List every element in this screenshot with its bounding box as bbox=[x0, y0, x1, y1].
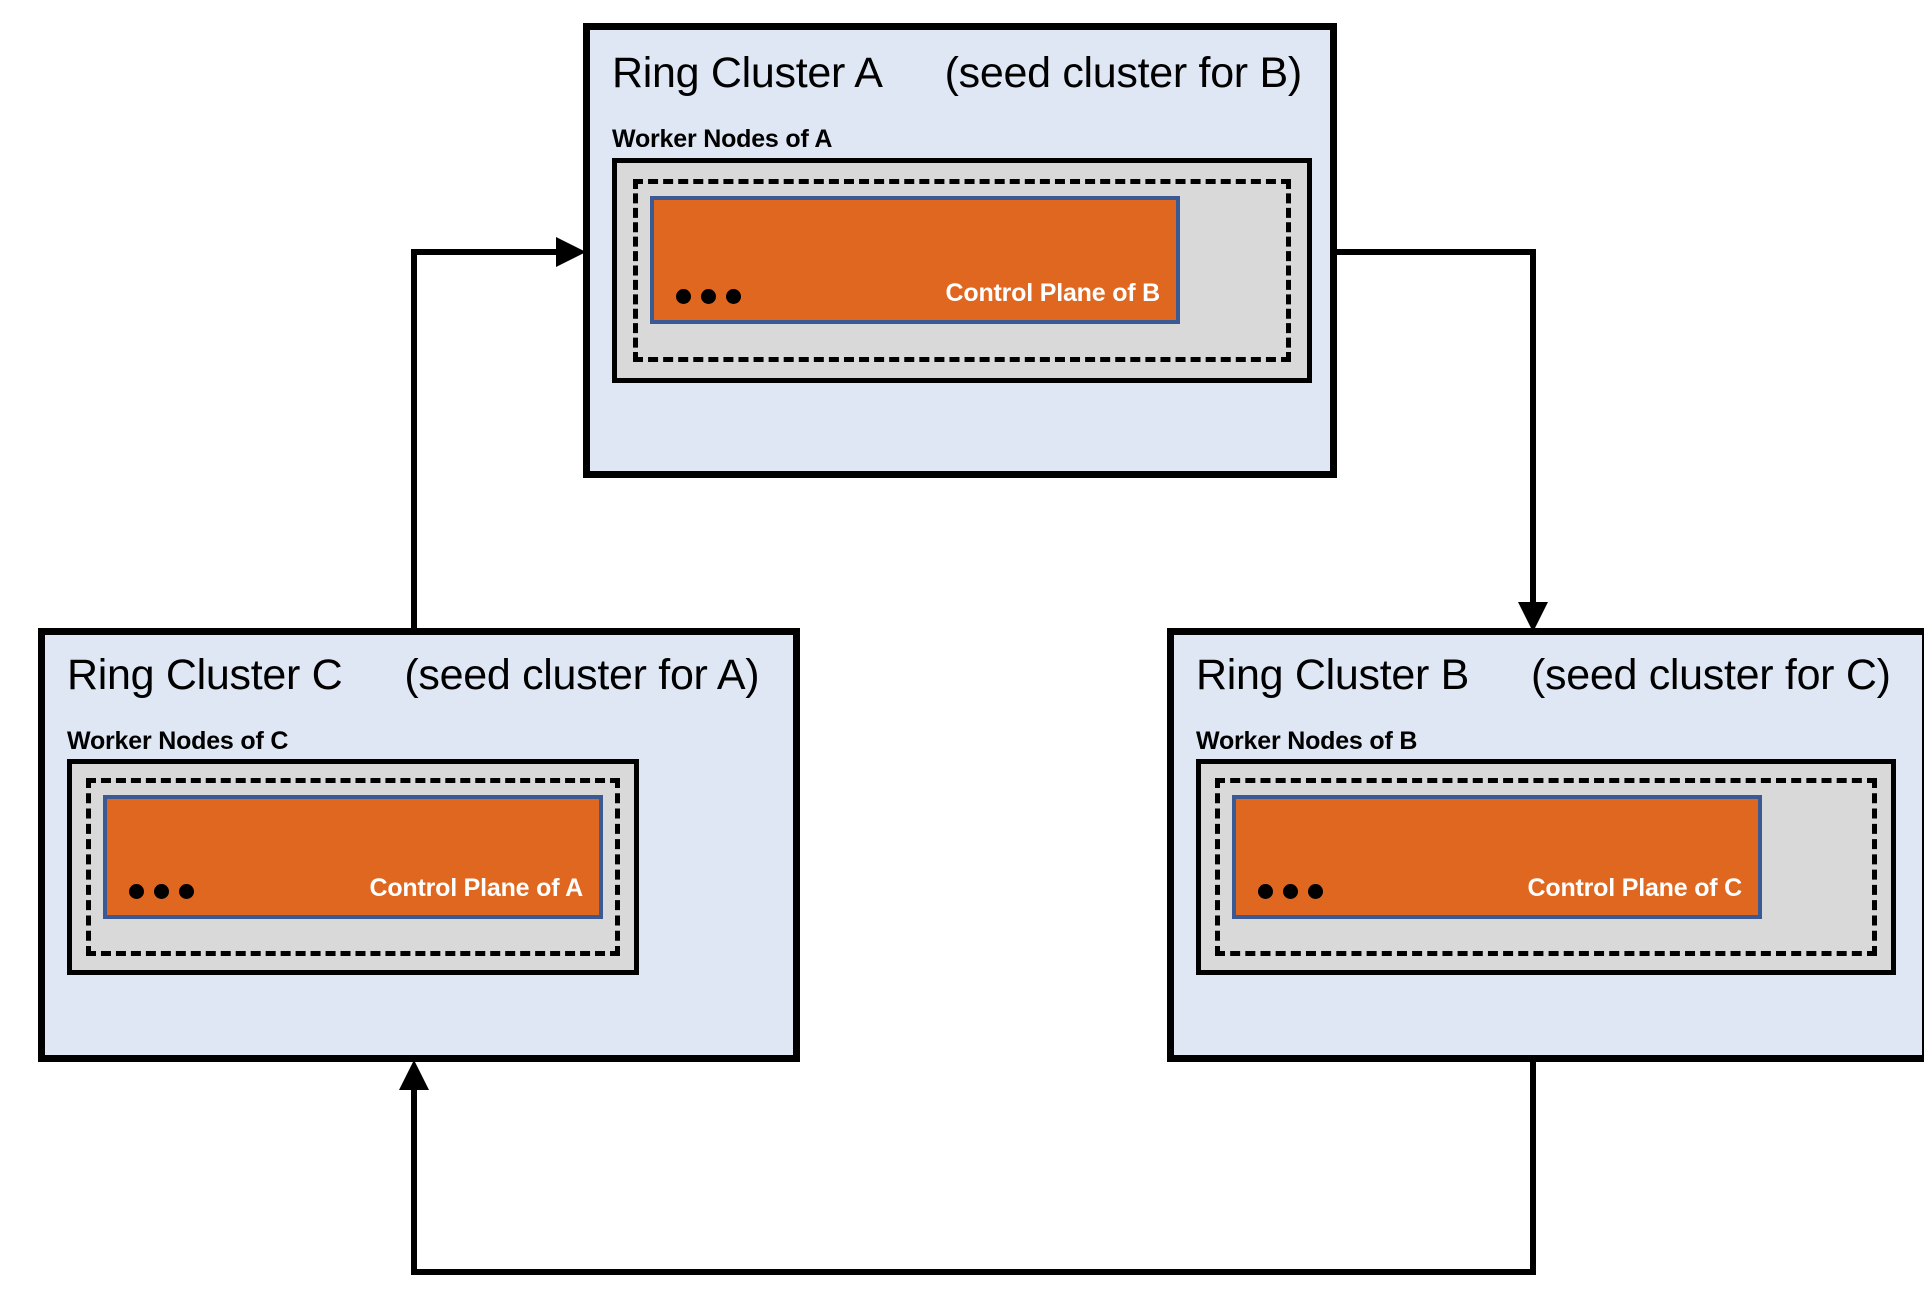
cluster-a-worker-box[interactable]: Control Plane of B bbox=[612, 158, 1312, 383]
arrow-a-to-b bbox=[1337, 249, 1548, 632]
cluster-c-seed-note: (seed cluster for A) bbox=[404, 651, 760, 699]
cluster-a[interactable]: Ring Cluster A (seed cluster for B) Worke… bbox=[583, 23, 1337, 478]
cluster-b-worker-box[interactable]: Control Plane of C bbox=[1196, 759, 1896, 975]
arrow-head-right bbox=[556, 237, 586, 267]
cluster-c-control-plane[interactable]: Control Plane of A bbox=[103, 795, 603, 919]
dot-1 bbox=[1258, 884, 1273, 899]
cluster-c-name: Ring Cluster C bbox=[67, 651, 343, 699]
cluster-c-ellipsis-dots bbox=[129, 884, 194, 899]
cluster-a-worker-label: Worker Nodes of A bbox=[612, 125, 833, 153]
arrow-head-down bbox=[1518, 602, 1548, 632]
cluster-c-node-group: Control Plane of A bbox=[86, 778, 620, 956]
cluster-a-ellipsis-dots bbox=[676, 289, 741, 304]
dot-2 bbox=[701, 289, 716, 304]
cluster-c-control-plane-label: Control Plane of A bbox=[369, 874, 583, 902]
cluster-b-title: Ring Cluster B (seed cluster for C) bbox=[1196, 651, 1891, 700]
cluster-a-control-plane-label: Control Plane of B bbox=[945, 279, 1161, 307]
cluster-b-worker-label: Worker Nodes of B bbox=[1196, 727, 1418, 755]
arrow-head-up bbox=[399, 1060, 429, 1090]
cluster-c-title: Ring Cluster C (seed cluster for A) bbox=[67, 651, 760, 700]
cluster-c[interactable]: Ring Cluster C (seed cluster for A) Worke… bbox=[38, 628, 800, 1062]
arrow-b-to-c bbox=[399, 1060, 1536, 1275]
dot-1 bbox=[676, 289, 691, 304]
dot-2 bbox=[154, 884, 169, 899]
cluster-b-ellipsis-dots bbox=[1258, 884, 1323, 899]
cluster-b-control-plane-label: Control Plane of C bbox=[1527, 874, 1743, 902]
dot-3 bbox=[179, 884, 194, 899]
cluster-c-worker-box[interactable]: Control Plane of A bbox=[67, 759, 639, 975]
cluster-b-node-group: Control Plane of C bbox=[1215, 778, 1877, 956]
dot-3 bbox=[726, 289, 741, 304]
dot-3 bbox=[1308, 884, 1323, 899]
arrow-c-to-a bbox=[411, 237, 586, 628]
cluster-a-control-plane[interactable]: Control Plane of B bbox=[650, 196, 1180, 324]
cluster-a-node-group: Control Plane of B bbox=[633, 179, 1291, 362]
cluster-b-name: Ring Cluster B bbox=[1196, 651, 1470, 699]
cluster-b-seed-note: (seed cluster for C) bbox=[1531, 651, 1891, 699]
cluster-a-title: Ring Cluster A (seed cluster for B) bbox=[612, 49, 1302, 98]
cluster-a-name: Ring Cluster A bbox=[612, 49, 883, 97]
cluster-b[interactable]: Ring Cluster B (seed cluster for C) Worke… bbox=[1167, 628, 1924, 1062]
cluster-a-seed-note: (seed cluster for B) bbox=[944, 49, 1303, 97]
dot-1 bbox=[129, 884, 144, 899]
dot-2 bbox=[1283, 884, 1298, 899]
cluster-c-worker-label: Worker Nodes of C bbox=[67, 727, 289, 755]
cluster-b-control-plane[interactable]: Control Plane of C bbox=[1232, 795, 1762, 919]
